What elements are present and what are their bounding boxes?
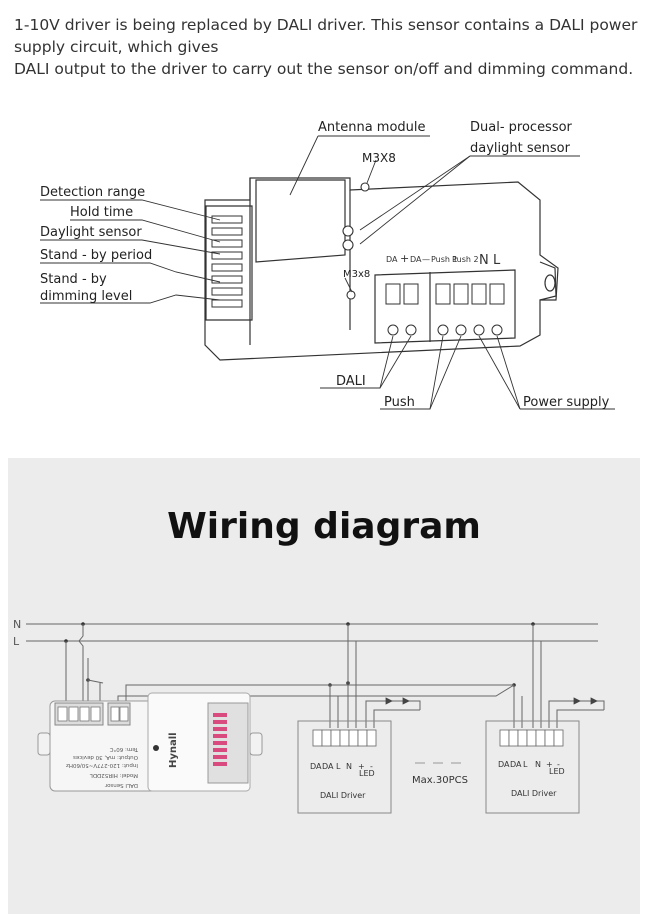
sensor-label-4: Output: mA, 30 devices [73,754,138,760]
driver1-terminal-da-2: DA [322,762,334,771]
driver2-name: DALI Driver [511,789,557,798]
driver2-terminal-plus: + [546,760,553,769]
terminal-label-n: N [479,253,489,268]
sensor-brand: Hynall [168,732,179,768]
intro-line-3: DALI output to the driver to carry out t… [14,60,634,78]
callout-antenna-module: Antenna module [318,120,426,135]
screw-icon [346,290,356,300]
driver2-terminal-l: L [523,760,528,769]
driver2-terminal-da-1: DA [498,760,510,769]
terminal-label-minus: — [422,255,430,264]
dip-switches [211,215,243,308]
callout-dali: DALI [336,374,366,389]
driver2-terminal-minus: - [557,760,560,769]
sensor-label-2: Model: HIR52DDL [89,772,138,778]
callout-daylight-sensor: Daylight sensor [40,225,142,240]
screw-icon [342,225,354,237]
driver1-terminal-da-1: DA [310,762,322,771]
screw-icon [360,182,370,192]
terminal-label-da-minus: DA [386,255,398,264]
terminal-label-push2: Push 2 [452,255,479,264]
driver1-terminal-l: L [336,762,341,771]
callout-detection-range: Detection range [40,185,145,200]
callout-power-supply: Power supply [523,395,610,410]
intro-text: 1-10V driver is being replaced by DALI d… [14,14,639,80]
wiring-title: Wiring diagram [167,506,481,547]
callout-m3x8-lower: M3x8 [343,269,370,280]
driver1-terminal-minus: - [370,762,373,771]
callout-standby-period: Stand - by period [40,248,152,263]
sensor-label-5: Tem: 60°C [109,746,139,752]
sensor-label-3: Input: 120-277V~50/60Hz [66,762,138,768]
driver1-terminal-plus: + [358,762,365,771]
product-diagram: DA + DA — Push 1 Push 2 N L Antenna modu… [40,120,615,410]
callout-m3x8-upper: M3X8 [362,151,396,165]
callout-standby-dimming-2: dimming level [40,289,132,304]
driver2-terminal-da-2: DA [510,760,522,769]
callout-dual-processor: Dual- processor [470,120,573,135]
dali-driver-1: DA DA L N + - LED DALI Driver [297,720,392,814]
dali-driver-2: DA DA L N + - LED DALI Driver [485,720,580,814]
sensor-label-1: DALI Sensor [104,782,138,788]
led-icon [385,697,598,705]
wiring-panel: Wiring diagram N L [8,458,640,914]
driver2-terminal-n: N [535,760,541,769]
label-n: N [13,618,21,631]
intro-line-2: supply circuit, which gives [14,38,219,56]
terminal-label-plus: + [400,252,409,265]
intro-line-1: 1-10V driver is being replaced by DALI d… [14,16,638,34]
sensor-lens-icon [153,745,159,751]
driver2-led-label: LED [549,767,565,776]
max-pcs-label: Max.30PCS [412,775,468,786]
wiring-diagram: N L [13,618,605,814]
callout-push: Push [384,395,415,410]
driver1-terminal-n: N [346,762,352,771]
callout-daylight-sensor-top: daylight sensor [470,141,571,156]
callout-standby-dimming-1: Stand - by [40,272,107,287]
terminal-label-l: L [493,253,501,268]
label-l: L [13,635,20,648]
sensor-device: Hynall DALI Sensor Model: HIR52DDL Input… [37,692,263,792]
terminal-label-push1: Push 1 [431,255,458,264]
callout-hold-time: Hold time [70,205,133,220]
screw-icon [342,239,354,251]
driver1-name: DALI Driver [320,791,366,800]
driver1-led-label: LED [359,769,375,778]
terminal-label-da-plus: DA [410,255,422,264]
